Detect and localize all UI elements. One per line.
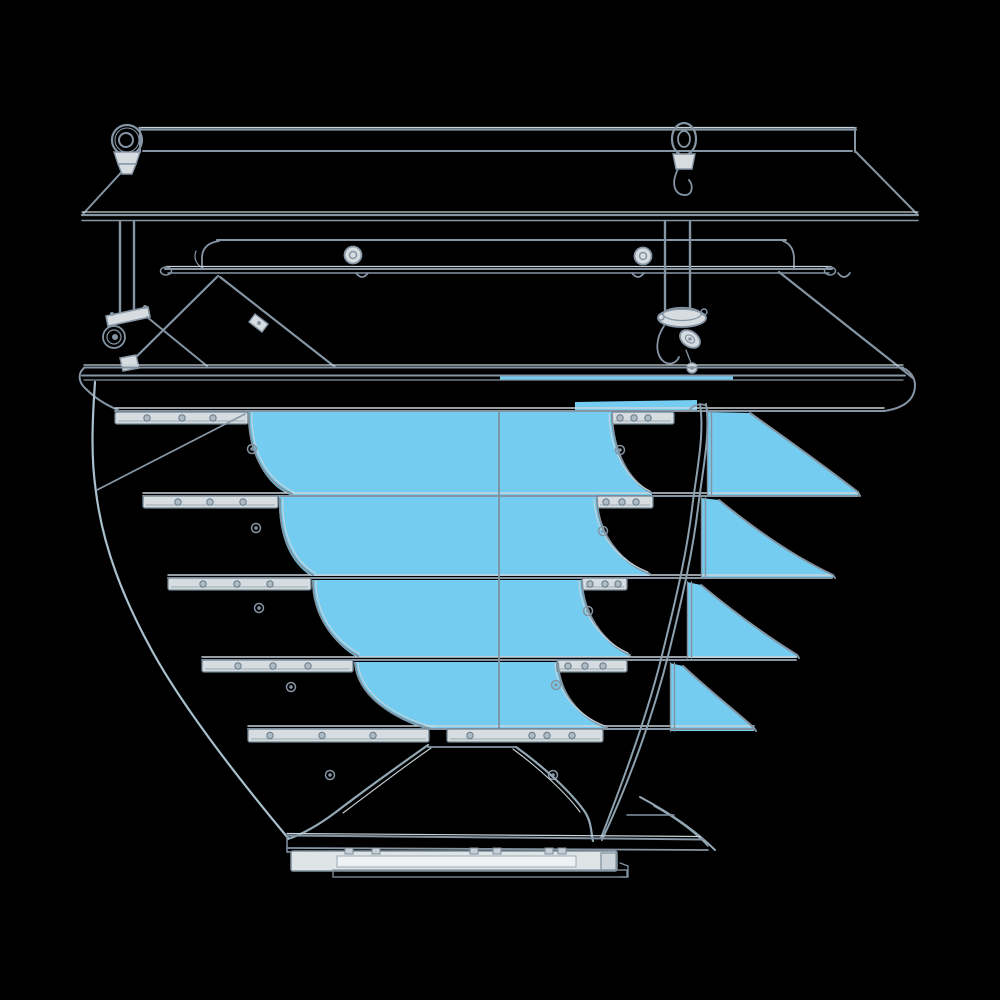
skirt-right-curve [514,745,595,843]
hinge-right-link [685,349,692,364]
mirror4-curve-highlight [554,662,606,727]
plate-tip-left [159,266,173,276]
plate-tab-2 [631,272,645,278]
blade2-curve [278,498,314,576]
base-slat-step [619,862,629,878]
tier5-bar-left [247,728,430,743]
panel-rivets [246,443,626,781]
hinge-left-cylinder [105,306,151,327]
tier2-bar-right [596,495,654,509]
plate-bolt-right [633,246,653,266]
eyebolt-left-ring-inner [118,132,134,148]
plate-corner-left [201,240,220,270]
plate-bolt-right-inner [638,251,648,261]
right-sail-2-top-curve [718,499,836,579]
eyebolt-right-bracket [672,153,696,170]
strut-lug-dot [257,321,261,325]
blade3-curve-highlight [315,580,361,655]
tier4-bar-right [556,659,628,673]
skirt-right-highlight [512,748,581,813]
base-highlight [286,832,701,838]
tier2-bar-left [142,495,279,509]
blade1-curve-highlight [251,412,295,493]
hood-corner-left [78,367,119,411]
eyebolt-left-ring [110,123,144,157]
base-rail-inner [336,855,577,868]
eyebolt-right-ring-inner [677,130,691,148]
right-sail-4 [670,663,754,731]
base-slat-bottom [332,869,628,878]
plate-tip-right [823,266,837,276]
hinge-left-disc-mid [106,329,122,345]
upper-blue-sliver [575,400,697,411]
right-sail-3-top-curve [700,584,800,659]
mirror1-curve-highlight [608,413,651,492]
base-left-step [286,835,293,853]
strut-left-outer [129,274,220,364]
hinge-left-disc-dot [112,334,118,340]
mirror3-curve-highlight [578,580,629,654]
hinge-right-ear-left [657,313,665,321]
plate-tab-1 [355,272,369,278]
skirt-left-curve [286,743,430,841]
hinge-left-pin-2 [143,305,147,309]
blade-band-2 [278,497,650,576]
base-rail-cap [600,852,617,871]
mirror3-curve [581,580,631,656]
right-sail-3 [687,582,797,658]
blade-band-4 [354,662,607,730]
blade2-curve-highlight [282,498,316,574]
plate-corner-right [782,240,795,270]
eyebolt-left-bracket [113,151,141,165]
blade3-curve [312,580,359,657]
strut-left-inner [218,275,337,369]
blade4-curve-highlight [357,662,434,728]
mirror1-curve [611,413,653,494]
skirt-left-highlight [342,747,432,814]
fin-left-edge [600,403,703,839]
fin-right-edge [601,403,709,841]
hood-corner-right [883,367,916,412]
tier3-bar-left [167,577,312,591]
body-left-outline [91,380,290,840]
plate-bolt-left [343,245,363,265]
tier3-bar-right [581,577,628,591]
blade-band-1 [248,412,652,495]
eyebolt-left-nut [116,163,138,175]
tier5-bar-right [446,728,604,743]
plate-bolt-left-inner [348,250,358,260]
hinge-left-pin-1 [110,312,114,316]
hinge-left-disc [102,325,126,349]
roof-slant-right [855,151,918,215]
hinge-right-roller-dot [688,337,692,341]
hood-blue-strip [500,374,733,380]
blade-band-3 [312,580,630,657]
right-sail-1 [707,412,858,495]
mirror2-curve-highlight [593,498,649,573]
foot-right-inner [653,805,709,847]
base-top-line [286,834,704,841]
cone-edge-line [96,413,246,491]
strut-left-foot [119,354,140,372]
blade1-curve [247,412,293,495]
fin-top-curl [688,403,706,412]
hinge-right-collar [657,308,707,328]
right-sail-4-top-curve [682,665,757,732]
hinge-right-roller-mid [684,334,696,344]
hinge-left-brace [146,316,208,367]
hinge-right-strap [656,325,680,365]
mirror4-curve [557,662,608,729]
tier4-bar-left [201,659,354,673]
tier1-bar-right [611,411,675,425]
strut-right-outer [777,270,915,380]
hinge-right-ear-right [700,308,708,316]
right-sail-1-top-curve [749,412,861,497]
eyebolt-right-hook [673,168,693,196]
plate-tab-3 [837,272,851,278]
blade4-curve [354,662,432,730]
base-rail-clips [344,847,567,855]
mirror2-curve [596,498,651,575]
